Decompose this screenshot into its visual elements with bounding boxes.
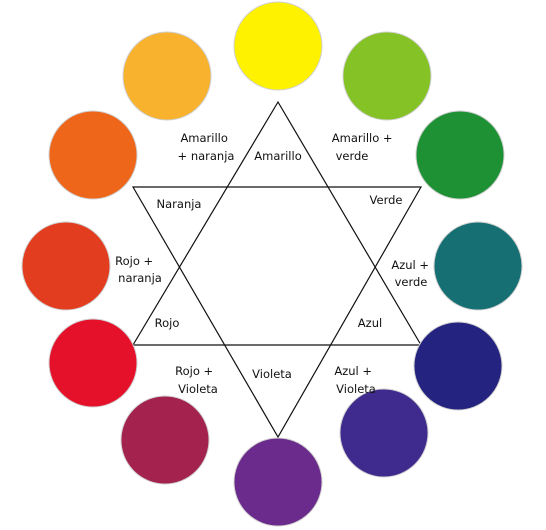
triangle-up-outline bbox=[131, 100, 423, 346]
label-rojo-naranja: Rojo + naranja bbox=[115, 254, 162, 285]
circle-azul-violeta bbox=[339, 388, 429, 478]
triangle-down-outline bbox=[131, 186, 423, 439]
circle-naranja bbox=[48, 110, 138, 200]
label-azul-violeta: Azul + Violeta bbox=[334, 364, 376, 396]
label-rojo-violeta: Rojo + Violeta bbox=[175, 364, 218, 396]
label-verde: Verde bbox=[370, 193, 403, 207]
label-rojo-naranja-line-1: Rojo + bbox=[115, 254, 153, 268]
label-rojo: Rojo bbox=[155, 316, 180, 330]
circle-amarillo bbox=[233, 1, 323, 91]
label-rojo-naranja-line-2: naranja bbox=[118, 271, 162, 285]
label-amarillo-verde-line-2: verde bbox=[336, 149, 369, 163]
label-amarillo-verde: Amarillo + verde bbox=[332, 131, 396, 163]
label-azul-verde-line-2: verde bbox=[395, 275, 428, 289]
label-azul: Azul bbox=[358, 316, 382, 330]
circle-rojo-violeta bbox=[120, 395, 210, 485]
label-amarillo: Amarillo bbox=[254, 149, 301, 163]
label-azul-violeta-line-1: Azul + bbox=[334, 364, 372, 378]
circle-verde bbox=[415, 110, 505, 200]
label-amarillo-verde-line-1: Amarillo + bbox=[332, 131, 393, 145]
circle-azul bbox=[413, 321, 503, 411]
circle-amarillo-naranja bbox=[122, 31, 212, 121]
label-azul-verde: Azul + verde bbox=[391, 258, 432, 289]
label-naranja: Naranja bbox=[157, 197, 202, 211]
label-rojo-violeta-line-2: Violeta bbox=[178, 382, 218, 396]
label-azul-violeta-line-2: Violeta bbox=[336, 382, 376, 396]
circle-azul-verde bbox=[433, 221, 523, 311]
label-rojo-violeta-line-1: Rojo + bbox=[175, 364, 213, 378]
label-amarillo-naranja: Amarillo + naranja bbox=[178, 131, 235, 163]
label-violeta: Violeta bbox=[252, 367, 292, 381]
circle-violeta bbox=[233, 437, 323, 527]
label-amarillo-naranja-line-1: Amarillo bbox=[180, 131, 227, 145]
label-amarillo-naranja-line-2: + naranja bbox=[178, 149, 235, 163]
circle-rojo bbox=[48, 318, 138, 408]
label-azul-verde-line-1: Azul + bbox=[391, 258, 429, 272]
circle-amarillo-verde bbox=[342, 31, 432, 121]
circle-rojo-naranja bbox=[21, 221, 111, 311]
